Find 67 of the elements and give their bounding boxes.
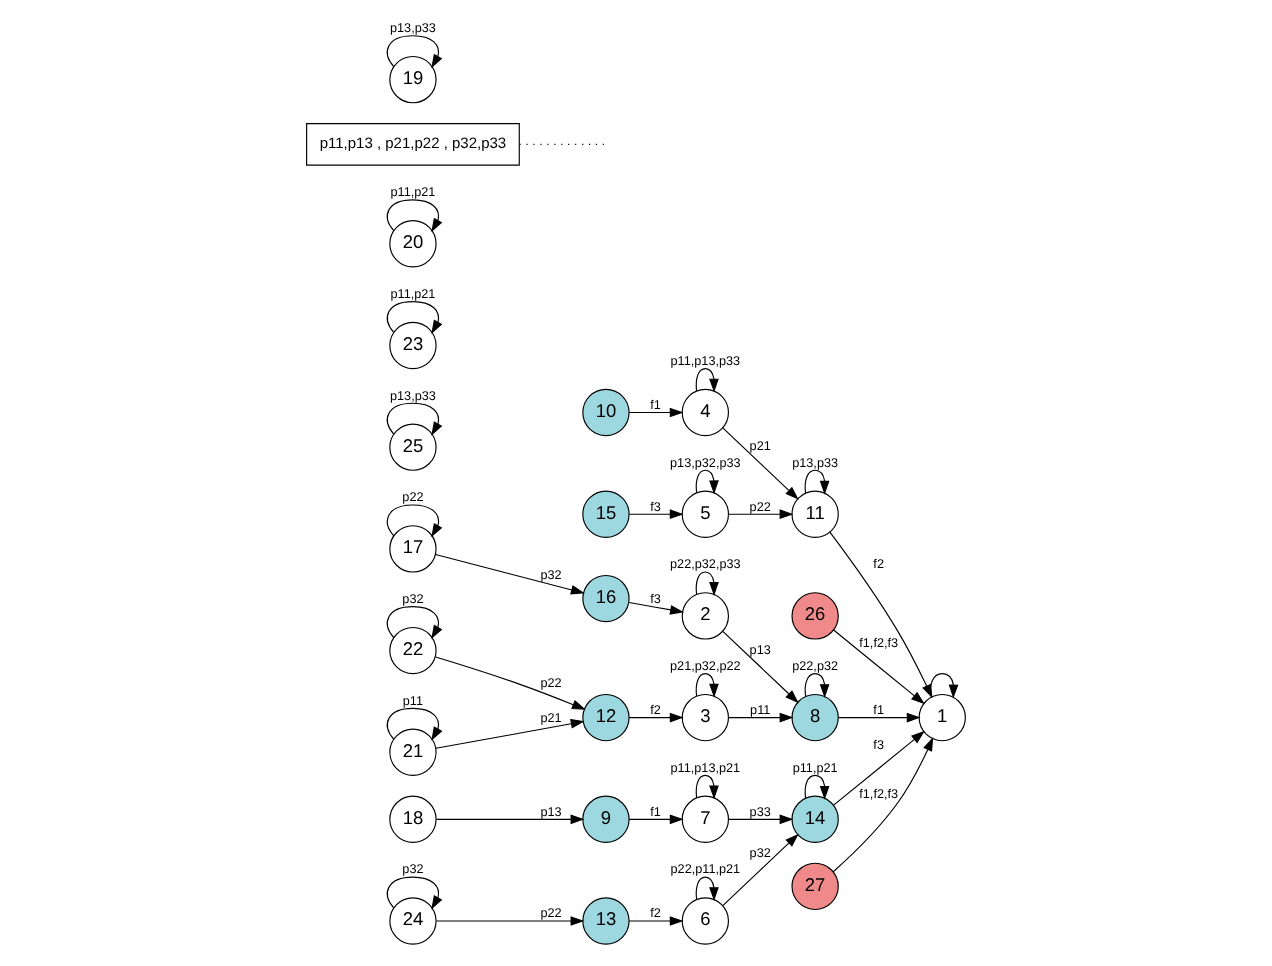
arrow [435,814,585,825]
node-circle: 8 [791,693,839,742]
arrow [628,712,684,723]
arrow [386,606,443,640]
node-circle: 18 [389,795,437,843]
arrow [628,601,684,615]
arrow [386,35,443,69]
arrow [695,876,719,902]
arrow [628,407,684,418]
node-circle: 14 [791,795,839,843]
node-circle: 17 [389,525,437,573]
arrow [386,300,443,334]
arrow [695,571,719,596]
node-circle: 13 [582,897,630,945]
arrow [695,774,719,800]
arrow [695,368,719,393]
arrow [435,553,585,595]
arrow [628,916,684,926]
arrow [837,712,921,723]
arrow [386,707,443,741]
arrow [930,673,959,699]
node-circle: 11 [791,490,839,538]
arrow [695,469,719,495]
node-circle: 27 [791,862,839,911]
arrow [628,509,684,520]
node-circle: 21 [389,728,437,776]
arrow [435,916,585,926]
node-circle: 19 [389,55,437,104]
node-circle: 26 [791,592,839,640]
arrow [832,737,934,873]
arrow [833,629,925,705]
node-circle: 16 [582,574,630,623]
arrow [728,712,794,723]
arrow [435,718,585,749]
node-circle: 2 [681,592,730,640]
arrow [722,833,799,907]
node-circle: 4 [681,388,730,437]
arrow [386,876,443,910]
arrow [728,509,794,520]
arrow [386,402,443,436]
arrow [435,656,586,710]
node-circle: 24 [389,897,437,945]
arrow [628,814,684,825]
node-circle: 25 [389,423,437,471]
arrow [386,504,443,538]
node-circle: 20 [389,220,437,268]
arrow [833,730,925,806]
arrow [386,199,443,233]
node-circle: 6 [681,897,730,945]
node-circle: 5 [681,490,730,538]
node-circle: 23 [389,321,437,370]
node-circle: 10 [582,388,630,437]
node-circle: 15 [582,490,630,538]
node-circle: 9 [582,795,630,843]
arrow [804,774,830,800]
node-circle: 22 [389,626,437,675]
node-circle: 3 [681,693,730,742]
arrow [722,630,799,704]
arrow [722,427,799,500]
arrow [804,673,830,699]
node-circle: 1 [918,693,966,742]
arrow [804,469,830,495]
arrow [695,673,719,698]
connector [518,143,606,145]
arrow [728,814,794,825]
node-circle: 7 [681,795,730,843]
node-circle: 12 [582,693,630,742]
